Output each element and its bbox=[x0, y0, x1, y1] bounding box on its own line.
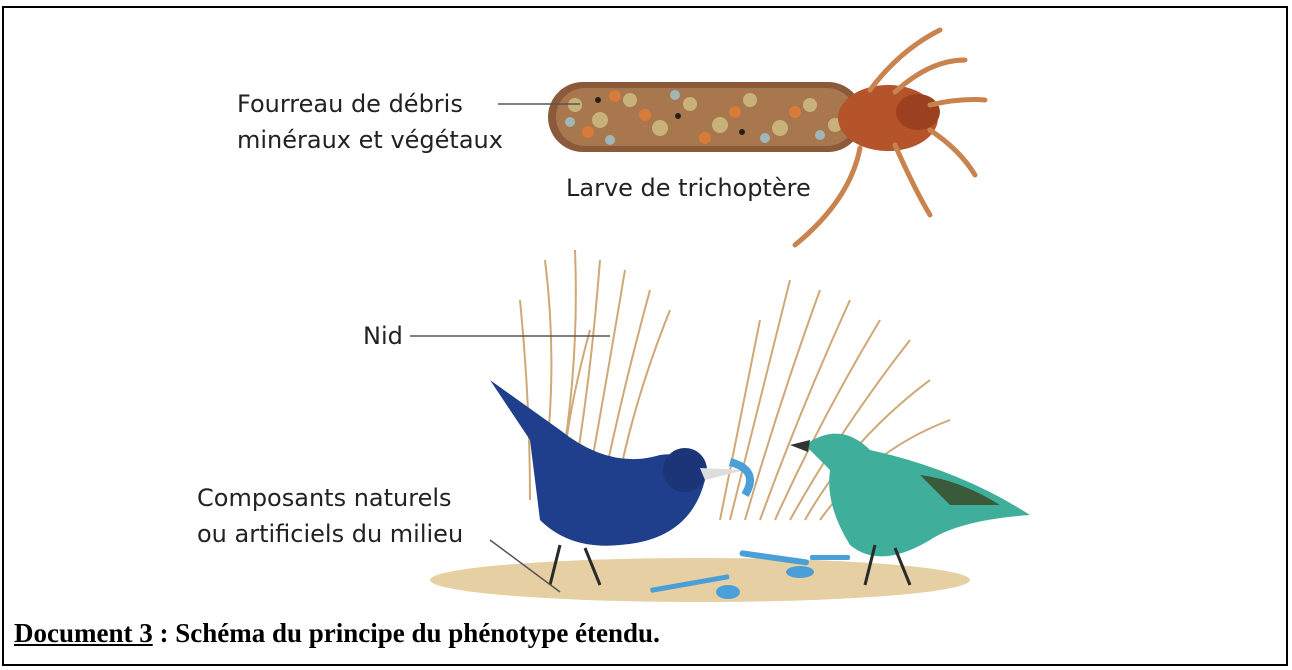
label-nid: Nid bbox=[363, 320, 403, 352]
label-fourreau-line2: minéraux et végétaux bbox=[237, 124, 503, 156]
caption-document-label: Document 3 bbox=[14, 618, 153, 648]
caddisfly-case bbox=[548, 82, 863, 152]
label-composants-line2: ou artificiels du milieu bbox=[197, 518, 463, 550]
figure-caption: Document 3 : Schéma du principe du phéno… bbox=[14, 618, 660, 649]
label-fourreau-line1: Fourreau de débris bbox=[237, 88, 463, 120]
caption-text: : Schéma du principe du phénotype étendu… bbox=[153, 618, 660, 648]
label-larve: Larve de trichoptère bbox=[566, 172, 811, 204]
label-composants-line1: Composants naturels bbox=[197, 482, 452, 514]
